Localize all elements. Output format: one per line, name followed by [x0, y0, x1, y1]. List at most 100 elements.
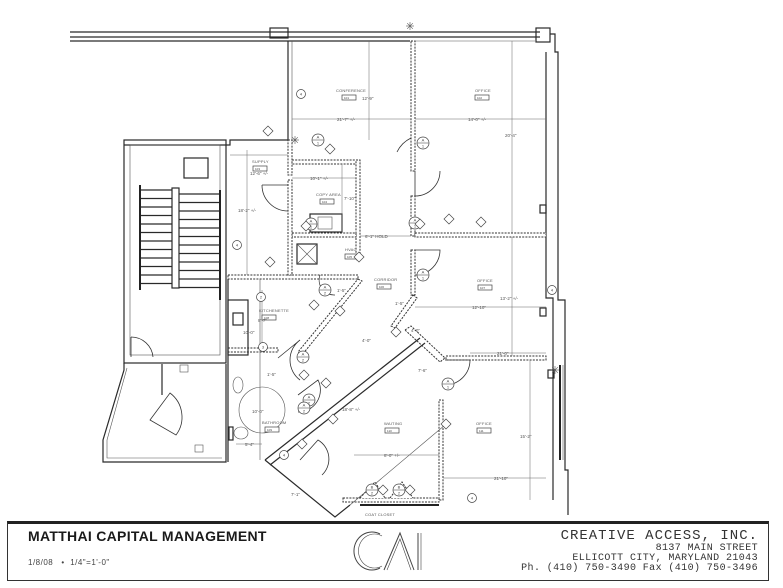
device-marker: [390, 326, 402, 338]
svg-text:2: 2: [308, 401, 311, 406]
device-marker: [262, 125, 274, 137]
room-label: BATHROOM: [262, 420, 286, 425]
stairs: [139, 185, 221, 300]
light-fixture-icon: [291, 136, 299, 144]
dim-label: 21'-0": [497, 351, 509, 356]
device-marker: [377, 484, 389, 496]
bathroom-kitchenette: [227, 279, 286, 462]
firm-phone: Ph. (410) 750-3490 Fax (410) 750-3496: [521, 563, 758, 574]
room-tag: 111: [479, 429, 484, 433]
svg-text:1: 1: [317, 141, 320, 146]
dim-label: 6'-1" HOLD: [365, 234, 388, 239]
light-fixtures: [291, 22, 559, 374]
firm-city: ELLICOTT CITY, MARYLAND 21043: [572, 553, 758, 564]
stairwell: [123, 139, 227, 364]
door-tag: B2: [365, 483, 379, 497]
dim-label: 4'-0": [411, 328, 420, 333]
svg-text:A: A: [422, 270, 425, 275]
svg-text:A: A: [308, 395, 311, 400]
dim-label: 8'-7": [258, 318, 267, 323]
note-bubble: 4: [232, 240, 242, 250]
note-bubble: 4: [279, 450, 289, 460]
room-label: OFFICE: [477, 278, 493, 283]
room-tag: 108: [264, 316, 269, 320]
light-fixture-icon: [406, 22, 414, 30]
device-marker: [300, 220, 312, 232]
svg-text:A: A: [310, 219, 313, 224]
title-block: MATTHAI CAPITAL MANAGEMENT 1/8/08 • 1/4"…: [7, 521, 769, 581]
note-bubble: 2: [256, 292, 266, 302]
svg-text:A: A: [302, 352, 305, 357]
svg-text:2: 2: [371, 491, 374, 496]
svg-text:2: 2: [302, 358, 305, 363]
room-label: KITCHENETTE: [259, 308, 289, 313]
dim-label: 21'-10": [494, 476, 508, 481]
device-marker: [324, 143, 336, 155]
room-label: COPY AREA: [316, 192, 341, 197]
note-bubble: 4: [296, 89, 306, 99]
dim-label: 7'-6": [418, 368, 427, 373]
svg-text:B: B: [371, 485, 374, 490]
room-tag: 106: [379, 285, 384, 289]
svg-text:B: B: [398, 485, 401, 490]
dim-label: 5'-4": [245, 442, 254, 447]
device-marker: [298, 369, 310, 381]
note-bubble: 3: [258, 342, 268, 352]
dim-label: 10'-0": [243, 330, 255, 335]
svg-text:1: 1: [310, 225, 313, 230]
door-tag: B2: [392, 483, 406, 497]
vestibule: [102, 363, 227, 463]
svg-text:2: 2: [260, 295, 263, 300]
device-marker: [475, 216, 487, 228]
meta-separator: •: [61, 558, 65, 567]
room-labels: CONFERENCE 101 OFFICE 102 SUPPLY 103 COP…: [252, 88, 493, 517]
room-tag: 102: [477, 96, 482, 100]
dim-label: 10'-0": [252, 409, 264, 414]
room-tag: 104: [322, 200, 327, 204]
room-label: COAT CLOSET: [365, 512, 395, 517]
exterior-north-wall: [70, 27, 551, 43]
door-tag: A1: [416, 136, 430, 150]
note-bubble: 4: [467, 493, 477, 503]
dim-label: 18'-2" +/-: [238, 208, 257, 213]
drawing-date: 1/8/08: [28, 558, 54, 567]
dim-label: 20'-4": [505, 133, 517, 138]
dim-label: 8'-0" +/-: [384, 453, 400, 458]
svg-text:A: A: [317, 135, 320, 140]
dim-label: 15'-2": [520, 434, 532, 439]
device-marker: [414, 218, 426, 230]
room-label: SUPPLY: [252, 159, 269, 164]
dim-label: 7'-10": [344, 196, 356, 201]
svg-text:A: A: [303, 403, 306, 408]
dimension-labels: 21'-7" +/- 12'-9" 14'-0" +/- 20'-4" 12'-…: [238, 96, 532, 497]
door-tag: A1: [311, 133, 325, 147]
device-marker: [334, 305, 346, 317]
svg-text:4: 4: [551, 288, 554, 293]
svg-text:4: 4: [236, 243, 239, 248]
project-title: MATTHAI CAPITAL MANAGEMENT: [28, 528, 267, 544]
light-fixture-icon: [551, 366, 559, 374]
dim-label: 7'-1": [291, 492, 300, 497]
door-tag: A2: [318, 283, 332, 297]
room-tag: 109: [267, 428, 272, 432]
dim-label: 1'-5": [337, 288, 346, 293]
drawing-scale: 1/4"=1'-0": [70, 558, 110, 567]
keynote-markers: 4 2 3 4 4 4 4: [232, 89, 557, 503]
diagonal-corridor: [264, 337, 446, 518]
svg-text:1: 1: [414, 224, 417, 229]
dim-label: 1'-5": [395, 301, 404, 306]
device-marker: [443, 213, 455, 225]
dim-label: 10'-1" +/-: [310, 176, 329, 181]
room-label: CONFERENCE: [336, 88, 366, 93]
dim-label: 12'-10": [472, 305, 486, 310]
dim-label: 13'-2" +/-: [500, 296, 519, 301]
room-label: HVAC: [345, 247, 357, 252]
door-tag: A2: [297, 401, 311, 415]
firm-address: 8137 MAIN STREET: [655, 543, 758, 554]
company-logo: CAI: [353, 531, 422, 571]
door-tag: A1: [416, 268, 430, 282]
device-marker: [404, 484, 416, 496]
room-tag: 110: [387, 429, 392, 433]
svg-text:A: A: [422, 138, 425, 143]
svg-text:A: A: [414, 218, 417, 223]
